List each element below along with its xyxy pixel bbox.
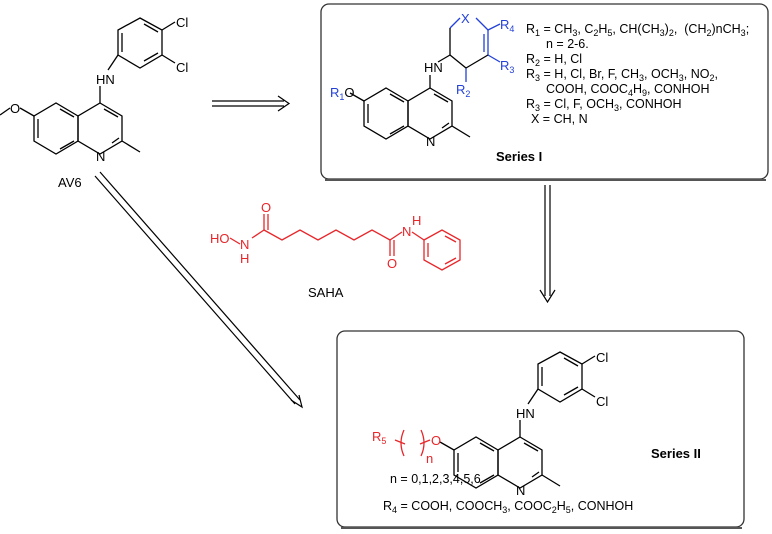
series1-r1-definition: R1 = CH3, C2H5, CH(CH3)2, (CH2)nCH3;	[526, 22, 750, 38]
series2-hn-label: HN	[516, 406, 535, 421]
arrow-av6-to-series2	[94, 171, 303, 409]
series1-hn-label: HN	[424, 60, 443, 75]
series1-x-definition: X = CH, N	[531, 112, 588, 126]
saha-ho-label: HO	[210, 231, 230, 246]
saha-name: SAHA	[308, 285, 344, 300]
saha-structure	[229, 214, 461, 271]
series1-r3-definition-2: R3 = Cl, F, OCH3, CONHOH	[526, 97, 682, 113]
saha-o1-label: O	[261, 200, 271, 215]
av6-n-label: N	[96, 149, 105, 164]
arrow-to-series1	[212, 95, 291, 112]
series2-box	[336, 330, 745, 528]
series1-r3-definition-cont: COOH, COOC4H9, CONHOH	[546, 82, 710, 98]
series2-title: Series II	[651, 446, 701, 461]
series2-cl-label-2: Cl	[596, 394, 608, 409]
series2-cl-label-1: Cl	[596, 350, 608, 365]
series2-structure	[394, 351, 596, 489]
av6-cl-label-1: Cl	[176, 15, 188, 30]
series1-r2-definition: R2 = H, Cl	[526, 52, 583, 68]
series2-r5-label: R5	[372, 429, 386, 446]
av6-o-label: O	[10, 101, 20, 116]
av6-name: AV6	[58, 175, 82, 190]
av6-nh-label: HN	[96, 72, 115, 87]
series2-r4-definition: R4 = COOH, COOCH3, COOC2H5, CONHOH	[383, 499, 634, 515]
series2-n-index: n	[426, 451, 433, 466]
saha-o2-label: O	[387, 256, 397, 271]
series1-r3-definition: R3 = H, Cl, Br, F, CH3, OCH3, NO2,	[526, 67, 718, 83]
av6-structure	[0, 17, 176, 155]
series2-n-values: n = 0,1,2,3,4,5,6	[390, 472, 481, 486]
saha-n1-label: N	[240, 237, 249, 252]
series2-o-label: O	[431, 433, 441, 448]
series1-n-label: N	[426, 134, 435, 149]
series1-x-label: X	[461, 11, 470, 26]
av6-cl-label-2: Cl	[176, 60, 188, 75]
series2-n-label: N	[516, 483, 525, 498]
saha-n2-label: N	[402, 224, 411, 239]
saha-h2-label: H	[412, 213, 421, 228]
arrow-series1-to-series2	[539, 185, 556, 304]
series1-title: Series I	[496, 149, 542, 164]
series1-r2-label: R2	[456, 82, 470, 99]
series1-r3-label: R3	[500, 58, 514, 75]
series1-r4-label: R4	[500, 17, 514, 34]
series1-n-range: n = 2-6.	[546, 37, 589, 51]
saha-h1-label: H	[240, 251, 249, 266]
series1-structure	[349, 17, 501, 140]
series1-r1o-label: R1O	[330, 85, 355, 102]
